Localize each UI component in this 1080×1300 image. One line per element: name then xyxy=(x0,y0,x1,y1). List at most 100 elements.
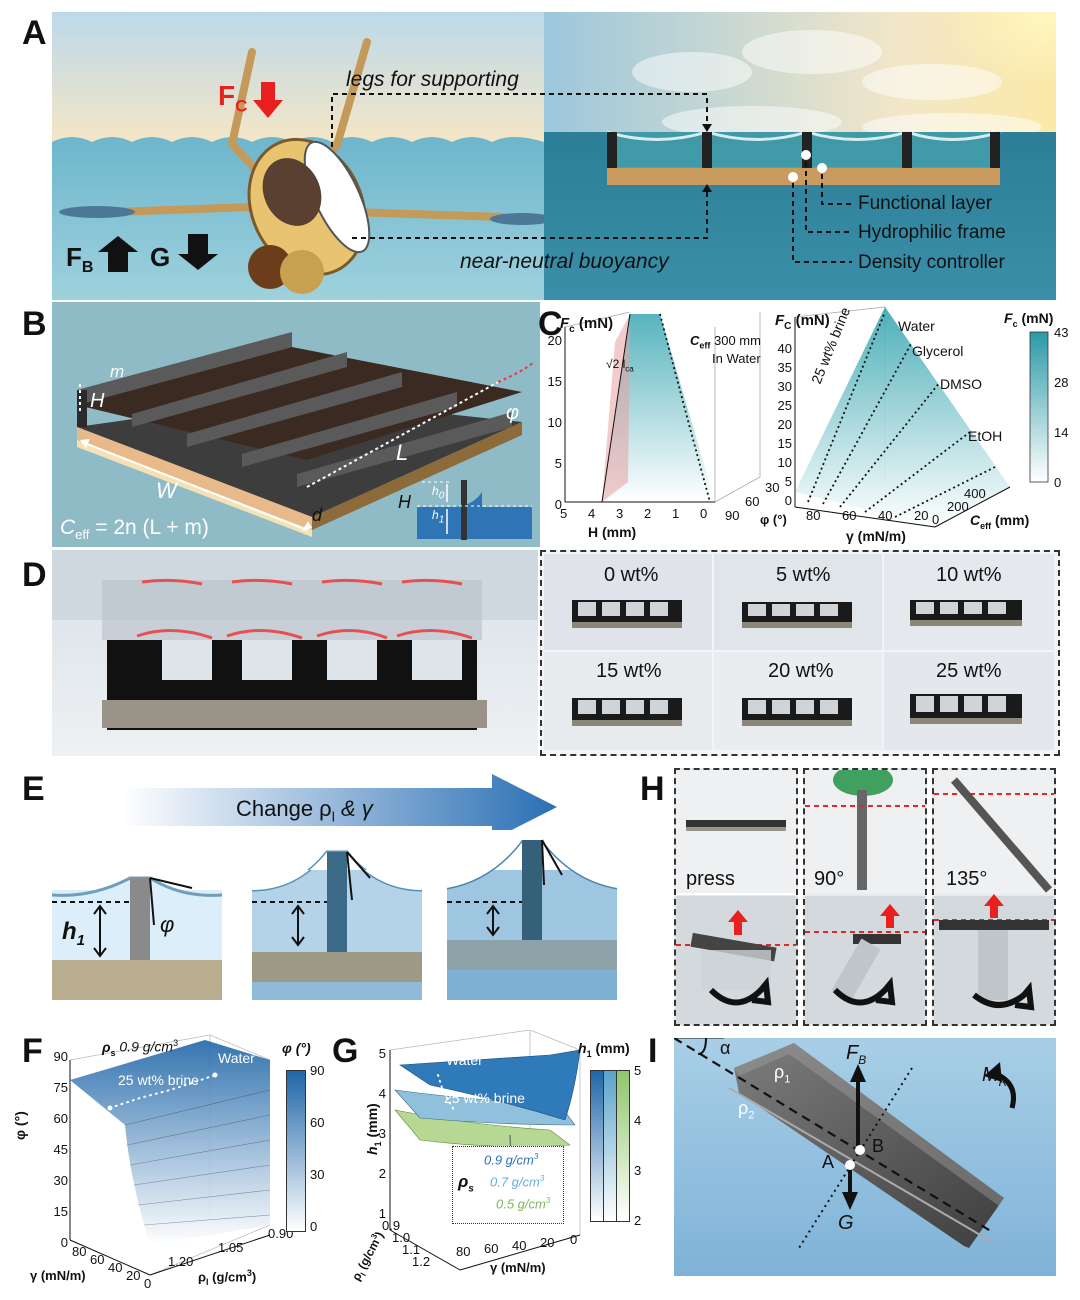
tick: 4 xyxy=(588,506,596,521)
tick: 0 xyxy=(310,1219,318,1234)
panel-label-i: I xyxy=(648,1032,658,1070)
g-legend-05: 0.5 g/cm3 xyxy=(496,1196,551,1212)
panel-d-grid xyxy=(540,550,1060,756)
panel-g-plot xyxy=(350,1029,650,1295)
tick: 40 xyxy=(777,341,792,356)
d-conc-0: 0 wt% xyxy=(604,564,659,586)
i-rho1: ρ1 xyxy=(774,1062,791,1086)
e-cell-3 xyxy=(446,830,618,1000)
tick: 60 xyxy=(842,508,857,523)
b-d-label: d xyxy=(312,505,323,525)
panel-b-illustration xyxy=(52,302,540,547)
c-left-surface xyxy=(602,314,715,502)
d-conc-10: 10 wt% xyxy=(936,564,1002,586)
insect-paddle-left xyxy=(59,206,135,218)
g-glabel: γ (mN/m) xyxy=(490,1260,546,1275)
tick: 60 xyxy=(90,1252,105,1267)
tick: 0 xyxy=(1054,475,1062,490)
panel-d-main-photo xyxy=(52,550,538,756)
g-legend-09: 0.9 g/cm3 xyxy=(484,1152,539,1168)
panel-label-d: D xyxy=(22,556,47,594)
c-ceff-note: Ceff 300 mm xyxy=(690,333,761,351)
tick: 15 xyxy=(53,1204,68,1219)
panel-a-illustration xyxy=(52,12,1056,300)
g-gticks: 80 60 40 20 0 xyxy=(456,1232,586,1262)
i-rho2: ρ2 xyxy=(738,1098,755,1122)
g-cbar-ticks: 5 4 3 2 xyxy=(634,1063,650,1233)
h-photo-press xyxy=(674,768,798,1026)
panel-label-a: A xyxy=(22,14,47,52)
c-right-surface xyxy=(795,307,1010,527)
b-channel-walls xyxy=(77,332,522,487)
panel-label-b: B xyxy=(22,305,47,343)
a-connectors xyxy=(331,93,852,263)
tick: 1.1 xyxy=(402,1242,421,1257)
tick: 60 xyxy=(53,1111,68,1126)
tick: 0 xyxy=(554,497,562,512)
fb-label: FB xyxy=(66,242,94,277)
e-arrow-label: Change ρl & γ xyxy=(236,796,373,825)
tick: 5 xyxy=(378,1046,386,1061)
f-glabel: γ (mN/m) xyxy=(30,1268,86,1283)
tick: 40 xyxy=(512,1238,527,1253)
c-right-xticks: 80 60 40 20 xyxy=(806,508,936,526)
panel-label-f: F xyxy=(22,1032,43,1070)
c-liquid-glycerol: Glycerol xyxy=(912,343,964,359)
f-cbar-title: φ (°) xyxy=(282,1040,311,1056)
g-legend-title: ρs xyxy=(458,1172,474,1195)
g-colorbar-blue xyxy=(590,1070,604,1222)
g-arrow xyxy=(178,234,218,270)
functional-layer-label: Functional layer xyxy=(858,193,993,214)
panel-label-c: C xyxy=(538,305,563,343)
g-label: G xyxy=(150,242,171,272)
c-cbar-title: Fc (mN) xyxy=(1004,310,1054,329)
b-phi-label: φ xyxy=(506,402,520,424)
tick: 5 xyxy=(560,506,568,521)
tick: 0 xyxy=(784,493,792,508)
tick: 3 xyxy=(616,506,624,521)
tick: 3 xyxy=(634,1163,642,1178)
panel-c-plots xyxy=(540,302,1080,547)
fc-arrow xyxy=(253,82,283,118)
tick: 2 xyxy=(644,506,652,521)
device-walls xyxy=(607,132,1000,168)
h-label-90: 90° xyxy=(814,868,845,890)
i-fb: FB xyxy=(846,1042,867,1067)
f-colorbar xyxy=(286,1070,306,1232)
tick: 10 xyxy=(547,415,562,430)
i-point-b xyxy=(855,1145,865,1155)
c-right-ylabel: Ceff (mm) xyxy=(970,512,1030,531)
c-sqrt-label: √2 lca xyxy=(606,357,634,374)
f-gticks: 80 60 40 20 0 xyxy=(72,1244,172,1291)
h-photo-90 xyxy=(803,768,927,1026)
a-left-sky xyxy=(52,12,544,142)
device-base xyxy=(607,167,1000,185)
f-brine: 25 wt% brine xyxy=(118,1072,199,1088)
legs-label: legs for supporting xyxy=(346,68,519,91)
d-conc-5: 5 wt% xyxy=(776,564,831,586)
i-mr: MR xyxy=(982,1064,1008,1089)
tick: 40 xyxy=(108,1260,123,1275)
tick: 1.20 xyxy=(168,1254,194,1269)
tick: 1 xyxy=(672,506,680,521)
b-h1-label: h1 xyxy=(432,508,445,526)
tick: 43 xyxy=(1054,325,1069,340)
fb-arrow xyxy=(98,236,138,272)
f-rlabel: ρl (g/cm3) xyxy=(198,1268,257,1287)
tick: 1.2 xyxy=(412,1254,431,1269)
b-inset-h-label: H xyxy=(398,492,411,512)
tick: 28 xyxy=(1054,375,1069,390)
i-point-a xyxy=(845,1160,855,1170)
tick: 1.05 xyxy=(218,1240,244,1255)
b-h-label: H xyxy=(90,390,105,412)
b-ceff-equation: Ceff = 2n (L + m) xyxy=(60,516,209,543)
d-conc-25: 25 wt% xyxy=(936,660,1002,682)
tick: 90 xyxy=(53,1049,68,1064)
tick: 15 xyxy=(547,374,562,389)
c-left-xlabel: H (mm) xyxy=(588,524,637,540)
tick: 1.0 xyxy=(392,1230,411,1245)
g-rticks: 0.9 1.0 1.1 1.2 xyxy=(382,1218,452,1278)
tick: 20 xyxy=(126,1268,141,1283)
h-label-135: 135° xyxy=(946,868,988,890)
panel-label-h: H xyxy=(640,770,665,808)
